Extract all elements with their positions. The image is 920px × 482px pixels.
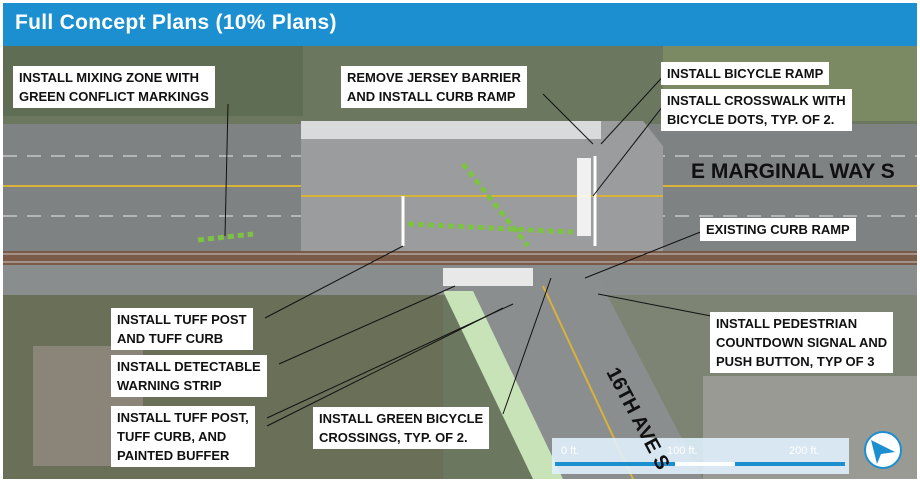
plan-map: INSTALL MIXING ZONE WITH GREEN CONFLICT …	[3, 46, 917, 479]
callout-line: INSTALL MIXING ZONE WITH	[19, 70, 200, 85]
scale-bar-2	[675, 462, 735, 466]
callout-jersey-barrier: REMOVE JERSEY BARRIER AND INSTALL CURB R…	[341, 66, 527, 108]
callout-line: INSTALL DETECTABLE	[117, 359, 261, 374]
green-crossing-diagonal	[461, 162, 530, 248]
callout-bicycle-ramp: INSTALL BICYCLE RAMP	[661, 62, 830, 85]
callout-line: WARNING STRIP	[117, 378, 222, 393]
green-crossing-horizontal	[407, 221, 574, 235]
callout-line: COUNTDOWN SIGNAL AND	[716, 335, 888, 350]
scale-bar-3	[735, 462, 845, 466]
bike-lane-buffer	[443, 291, 563, 479]
callout-line: AND TUFF CURB	[117, 331, 224, 346]
scale-label-100: 100 ft.	[667, 445, 698, 457]
callout-line: INSTALL GREEN BICYCLE	[319, 411, 484, 426]
crosswalk-south	[443, 268, 533, 286]
callout-line: EXISTING CURB RAMP	[706, 222, 850, 237]
callout-line: INSTALL BICYCLE RAMP	[667, 66, 824, 81]
street-label-marginal: E MARGINAL WAY S	[691, 160, 895, 183]
callout-line: INSTALL CROSSWALK WITH	[667, 93, 846, 108]
scale-label-0: 0 ft.	[561, 445, 580, 457]
rail-band	[3, 251, 917, 265]
callout-line: GREEN CONFLICT MARKINGS	[19, 89, 209, 104]
callout-line: AND INSTALL CURB RAMP	[347, 89, 516, 104]
scale-background	[552, 438, 849, 474]
leader-lines	[224, 70, 712, 427]
callout-crosswalk: INSTALL CROSSWALK WITH BICYCLE DOTS, TYP…	[661, 89, 852, 131]
callout-line: REMOVE JERSEY BARRIER	[347, 70, 521, 85]
green-markings	[197, 162, 574, 248]
callout-existing-ramp: EXISTING CURB RAMP	[700, 218, 856, 241]
callout-detectable-strip: INSTALL DETECTABLE WARNING STRIP	[111, 355, 267, 397]
callout-line: INSTALL TUFF POST,	[117, 410, 249, 425]
callout-pedestrian-signal: INSTALL PEDESTRIAN COUNTDOWN SIGNAL AND …	[710, 312, 894, 373]
scale-label-200: 200 ft.	[789, 445, 820, 457]
callout-line: INSTALL PEDESTRIAN	[716, 316, 858, 331]
callout-painted-buffer: INSTALL TUFF POST, TUFF CURB, AND PAINTE…	[111, 406, 255, 467]
sixteenth-ave-roadway	[443, 268, 703, 479]
callout-green-crossings: INSTALL GREEN BICYCLE CROSSINGS, TYP. OF…	[313, 407, 490, 449]
callout-line: TUFF CURB, AND	[117, 429, 227, 444]
callout-line: INSTALL TUFF POST	[117, 312, 247, 327]
concept-plan-area	[301, 121, 663, 293]
callout-line: CROSSINGS, TYP. OF 2.	[319, 430, 468, 445]
sidewalk-north	[301, 121, 601, 139]
title-bar: Full Concept Plans (10% Plans)	[3, 3, 917, 46]
crosswalk-north	[577, 158, 591, 236]
scale-bar-1	[555, 462, 675, 466]
callout-line: BICYCLE DOTS, TYP. OF 2.	[667, 112, 835, 127]
callout-line: PUSH BUTTON, TYP OF 3	[716, 354, 875, 369]
north-arrow-icon	[864, 431, 902, 469]
callout-mixing-zone: INSTALL MIXING ZONE WITH GREEN CONFLICT …	[13, 66, 215, 108]
callout-tuff-post: INSTALL TUFF POST AND TUFF CURB	[111, 308, 253, 350]
callout-line: PAINTED BUFFER	[117, 448, 230, 463]
page-title: Full Concept Plans (10% Plans)	[15, 11, 337, 34]
